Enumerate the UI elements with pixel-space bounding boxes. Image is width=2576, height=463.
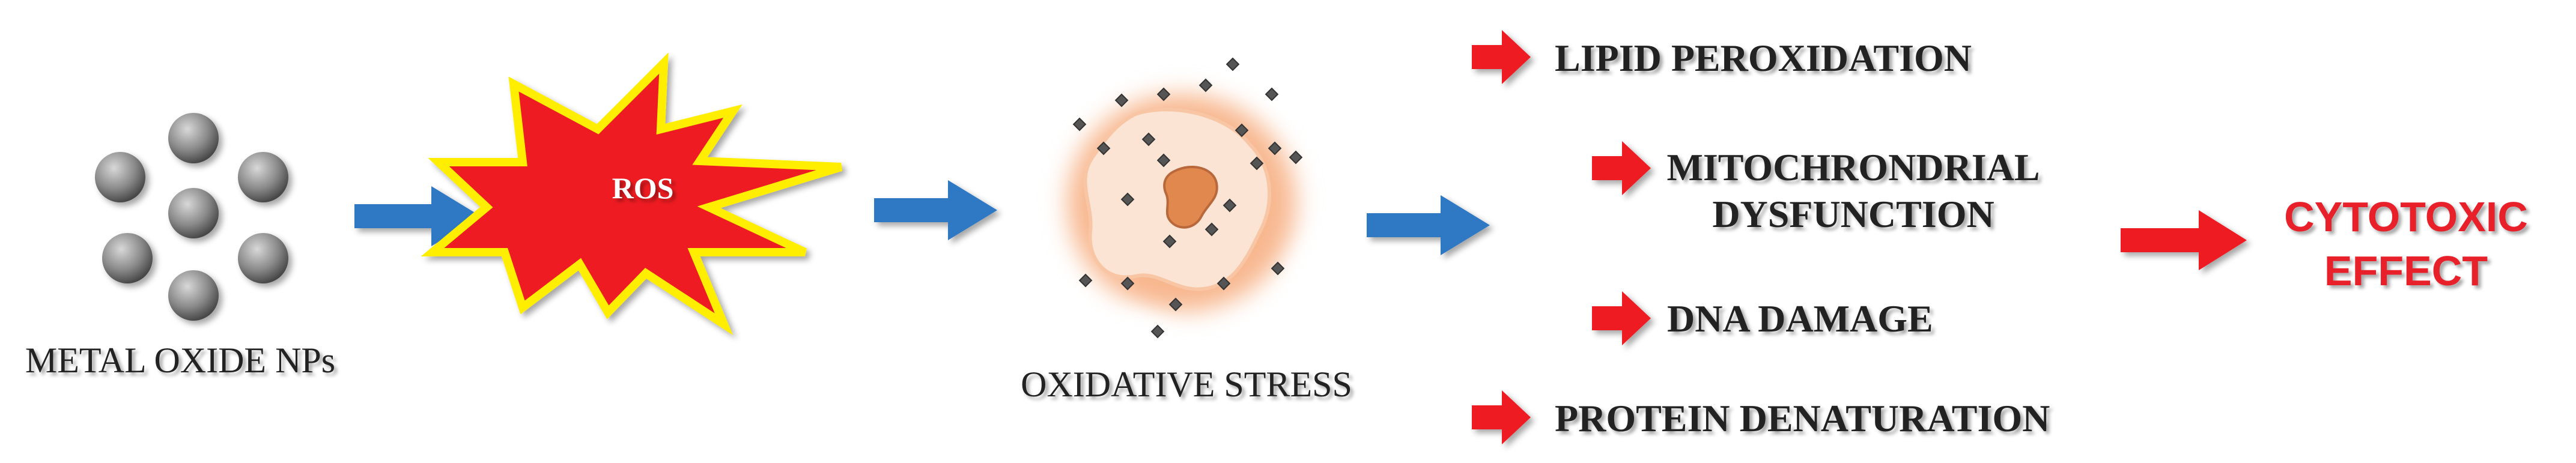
sphere-icon xyxy=(168,188,219,238)
outcome-line2: EFFECT xyxy=(2324,247,2488,294)
effect-mitochondrial: MITOCHRONDRIAL xyxy=(1666,146,2040,189)
stress-label: OXIDATIVE STRESS xyxy=(1021,365,1352,404)
nanoparticle-cluster xyxy=(95,113,288,321)
sphere-icon xyxy=(102,233,153,283)
right-arrow-icon xyxy=(1592,291,1651,345)
outcome-line1: CYTOTOXIC xyxy=(2284,193,2528,240)
right-arrow-icon xyxy=(1472,30,1531,84)
right-arrow-icon xyxy=(1592,141,1651,195)
right-arrow-icon xyxy=(2121,210,2247,270)
effect-lipid-peroxidation: LIPID PEROXIDATION xyxy=(1555,37,1972,79)
starburst-icon xyxy=(421,52,843,336)
effect-dna-damage: DNA DAMAGE xyxy=(1667,297,1933,340)
right-arrow-icon xyxy=(874,180,997,240)
sphere-icon xyxy=(168,113,219,163)
effect-protein-denaturation: PROTEIN DENATURATION xyxy=(1555,397,2050,440)
sphere-icon xyxy=(95,152,145,202)
right-arrow-icon xyxy=(1367,195,1490,255)
sphere-icon xyxy=(168,270,219,321)
sphere-icon xyxy=(238,233,288,283)
cell-icon xyxy=(1051,57,1312,339)
sphere-icon xyxy=(238,152,288,202)
right-arrow-icon xyxy=(354,186,481,246)
effect-dysfunction: DYSFUNCTION xyxy=(1712,193,1994,235)
right-arrow-icon xyxy=(1472,390,1531,444)
nanoparticles-label: METAL OXIDE NPs xyxy=(25,340,335,380)
ros-label: ROS xyxy=(612,171,674,205)
